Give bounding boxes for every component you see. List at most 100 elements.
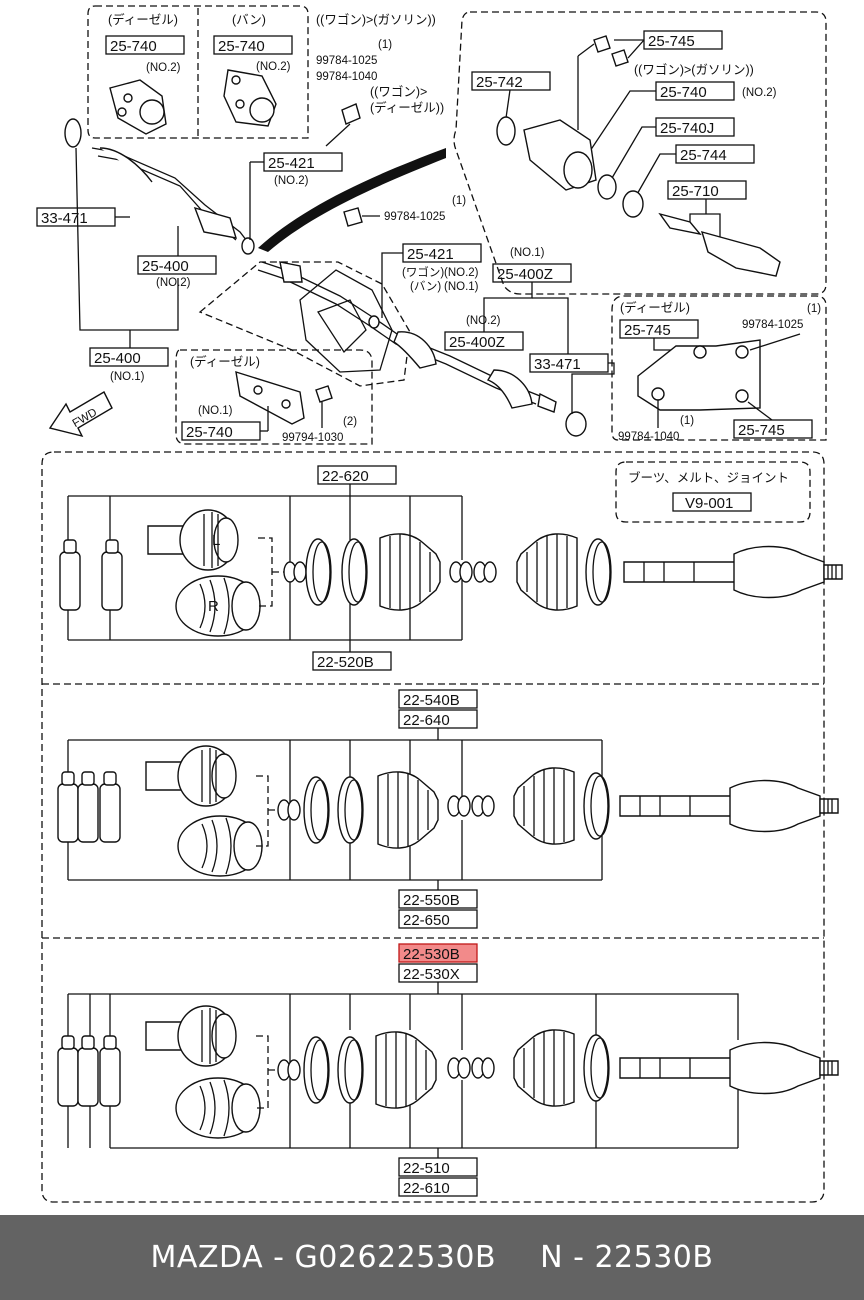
label-25-742: 25-742: [476, 74, 523, 91]
grease-tube: [59, 539, 81, 611]
label-25-400-no2: 25-400: [142, 258, 189, 275]
clamp: [447, 795, 471, 817]
label-22-640: 22-640: [403, 712, 450, 729]
label-25-400z-no1: 25-400Z: [497, 266, 553, 283]
driveshaft: [619, 779, 839, 833]
bolt-99784-1025: 99784-1025: [316, 55, 377, 67]
label-22-650: 22-650: [403, 912, 450, 929]
outer-joint: [145, 1005, 237, 1067]
label-22-550b: 22-550B: [403, 892, 460, 909]
bolt-99784-1040: 99784-1040: [316, 71, 377, 83]
label-25-745-bottom: 25-745: [738, 422, 785, 439]
bearing: [622, 190, 644, 218]
boot-band: [583, 772, 610, 840]
bracket-plate: [637, 339, 761, 411]
clamp: [473, 561, 497, 583]
label-25-740j: 25-740J: [660, 120, 714, 137]
label-25-400-no1: 25-400: [94, 350, 141, 367]
clamp: [471, 1057, 495, 1079]
bolt-icon: [611, 49, 629, 67]
wagon-diesel-note-1: ((ワゴン)>: [370, 84, 427, 99]
boot: [377, 771, 439, 849]
grease-tube: [101, 539, 123, 611]
label-25-745-top: 25-745: [648, 33, 695, 50]
circlip: [277, 1059, 301, 1081]
driveshaft: [619, 1041, 839, 1095]
joint-mark-l: L: [212, 532, 220, 549]
diesel-note: (ディーゼル): [108, 12, 178, 27]
label-25-740-van: 25-740: [218, 38, 265, 55]
kit-note: ブーツ、メルト、ジョイント: [628, 470, 789, 485]
driveshaft: [623, 545, 843, 599]
grease-tube: [99, 771, 121, 843]
bracket-diesel-lower: [235, 370, 305, 425]
kit-section-1: 22-620 22-520B L R: [59, 465, 843, 671]
label-22-540b: 22-540B: [403, 692, 460, 709]
wagon-gasoline-note-2: ((ワゴン)>(ガソリン)): [634, 62, 754, 77]
clamp: [471, 795, 495, 817]
grease-tube: [57, 771, 79, 843]
inner-joint: [177, 815, 263, 877]
grease-tube: [99, 1035, 121, 1107]
circlip: [283, 561, 307, 583]
part-number: G02622530B: [294, 1240, 497, 1275]
no2-note: (NO.2): [156, 277, 191, 289]
kit-panel-outline: [41, 451, 825, 1203]
label-22-510: 22-510: [403, 1160, 450, 1177]
no1-note: (NO.1): [444, 281, 479, 293]
label-22-620: 22-620: [322, 468, 369, 485]
boot-band: [337, 1036, 364, 1104]
label-25-745-mid: 25-745: [624, 322, 671, 339]
bolt-99784-1040-b: 99784-1040: [618, 431, 679, 443]
no1-note: (NO.1): [510, 247, 545, 259]
brand: MAZDA: [150, 1240, 264, 1275]
label-25-740-diesel: 25-740: [110, 38, 157, 55]
boot-band: [303, 1036, 330, 1104]
dust-seal-left: [64, 118, 82, 148]
qty-1: (1): [452, 195, 466, 207]
boot-band: [585, 538, 612, 606]
transaxle-outline: [198, 261, 411, 387]
label-25-400z-no2: 25-400Z: [449, 334, 505, 351]
dust-cover: [496, 116, 516, 146]
label-25-421-mid: 25-421: [407, 246, 454, 263]
boot: [516, 533, 578, 611]
van-note: (バン): [232, 13, 266, 27]
circlip: [277, 799, 301, 821]
qty-1: (1): [378, 39, 392, 51]
boot: [375, 1031, 437, 1109]
no2-note: (NO.2): [444, 267, 479, 279]
dust-seal-right: [565, 411, 587, 437]
fwd-arrow-icon: [48, 391, 113, 438]
diesel-note: (ディーゼル): [190, 354, 260, 369]
boot: [513, 1029, 575, 1107]
diesel-note: (ディーゼル): [620, 300, 690, 315]
label-25-740-right: 25-740: [660, 84, 707, 101]
label-25-710: 25-710: [672, 183, 719, 200]
bolt-99784-1025-c: 99784-1025: [742, 319, 803, 331]
label-25-744: 25-744: [680, 147, 727, 164]
bolt-99794-1030: 99794-1030: [282, 432, 343, 444]
kit-section-2: 22-540B 22-640 22-550B 22-650: [57, 689, 839, 929]
bolt-icon: [593, 35, 611, 53]
boot-band: [341, 538, 368, 606]
inner-shaft: [700, 230, 781, 277]
wagon-short-note: (ワゴン): [402, 265, 444, 279]
boot: [513, 767, 575, 845]
label-25-421-top: 25-421: [268, 155, 315, 172]
inner-joint: [175, 1077, 261, 1139]
van-short-note: (バン): [410, 280, 441, 293]
no2-note: (NO.2): [742, 87, 777, 99]
joint-mark-r: R: [208, 598, 219, 615]
label-33-471-left: 33-471: [41, 210, 88, 227]
diesel-van-group-outline: [87, 5, 309, 139]
outer-joint-l: [147, 509, 239, 571]
highlight-22-530b: [398, 943, 478, 963]
no2-note: (NO.2): [466, 315, 501, 327]
transaxle-edge: [258, 148, 446, 252]
outer-joint: [145, 745, 237, 807]
no2-note: (NO.2): [256, 61, 291, 73]
top-assembly: (ディーゼル) (バン) 25-740 (NO.2) 25-740 (NO.2)…: [36, 5, 827, 445]
separator: -: [273, 1240, 285, 1275]
